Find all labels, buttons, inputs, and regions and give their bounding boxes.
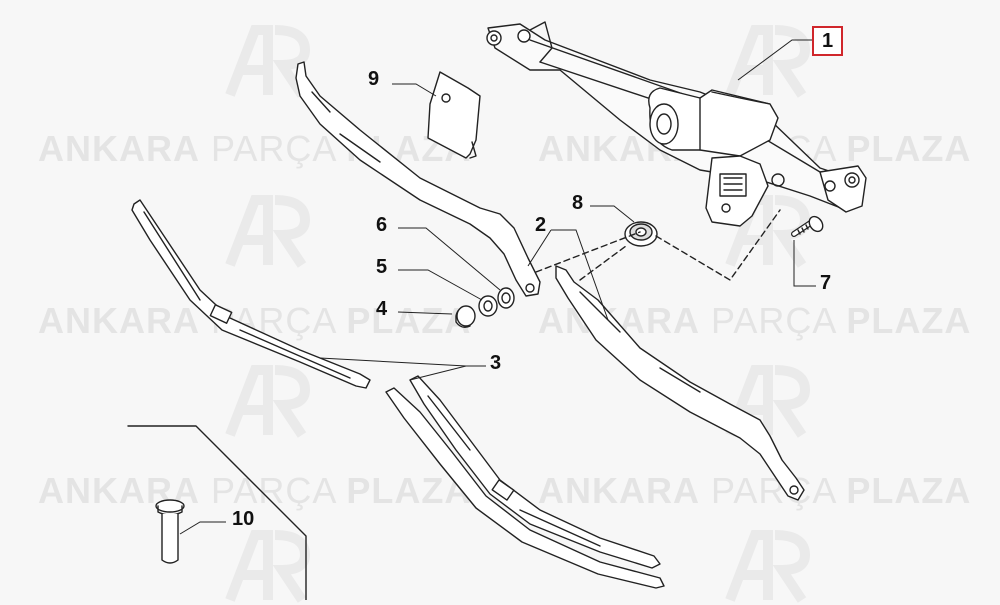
watermark-logo-icon — [225, 195, 310, 268]
leader-line-7 — [793, 240, 816, 287]
grommet-part[interactable] — [624, 221, 658, 247]
bolt-part[interactable] — [791, 214, 826, 237]
wiper-blade-left[interactable] — [131, 199, 371, 389]
leader-line-9 — [392, 83, 437, 97]
watermark-logo-icon — [225, 365, 310, 438]
callout-8[interactable]: 8 — [572, 192, 584, 214]
callout-7[interactable]: 7 — [820, 272, 832, 294]
cap-part-4[interactable] — [455, 305, 476, 329]
pin-part[interactable] — [155, 499, 185, 564]
leader-line-3b — [319, 357, 467, 367]
wiper-motor-linkage[interactable] — [486, 21, 867, 227]
cover-plate-part[interactable] — [427, 71, 481, 159]
leader-line-5 — [398, 269, 483, 301]
leader-line-4 — [397, 311, 453, 315]
washer-part-6[interactable] — [497, 287, 515, 309]
callout-1[interactable]: 1 — [812, 26, 844, 56]
watermark-logo-icon — [225, 25, 310, 98]
wiper-arm-left[interactable] — [295, 61, 541, 297]
watermark-logo-icon — [225, 530, 310, 603]
wiper-arm-right[interactable] — [555, 265, 805, 501]
wiper-blade-right[interactable] — [385, 375, 665, 589]
watermark-logo-icon — [725, 195, 810, 268]
watermark-logo-icon — [725, 25, 810, 98]
leader-line-2 — [551, 229, 609, 321]
watermark-text: ANKARA PARÇA PLAZA — [538, 470, 972, 511]
watermark-logo-icon — [725, 530, 810, 603]
callout-6[interactable]: 6 — [376, 214, 388, 236]
leader-line-6 — [398, 227, 501, 291]
callout-4[interactable]: 4 — [376, 298, 388, 320]
callout-3[interactable]: 3 — [490, 352, 502, 374]
callout-2[interactable]: 2 — [535, 214, 547, 236]
leader-line-8 — [590, 205, 635, 223]
callout-5[interactable]: 5 — [376, 256, 388, 278]
leader-line-10 — [179, 521, 226, 535]
leader-line-1 — [737, 39, 812, 81]
callout-9[interactable]: 9 — [368, 68, 380, 90]
washer-part-5[interactable] — [478, 295, 498, 317]
leader-line-3 — [409, 365, 486, 381]
watermark-logo-icon — [725, 365, 810, 438]
leader-line-2b — [527, 229, 552, 267]
callout-10[interactable]: 10 — [232, 508, 255, 530]
